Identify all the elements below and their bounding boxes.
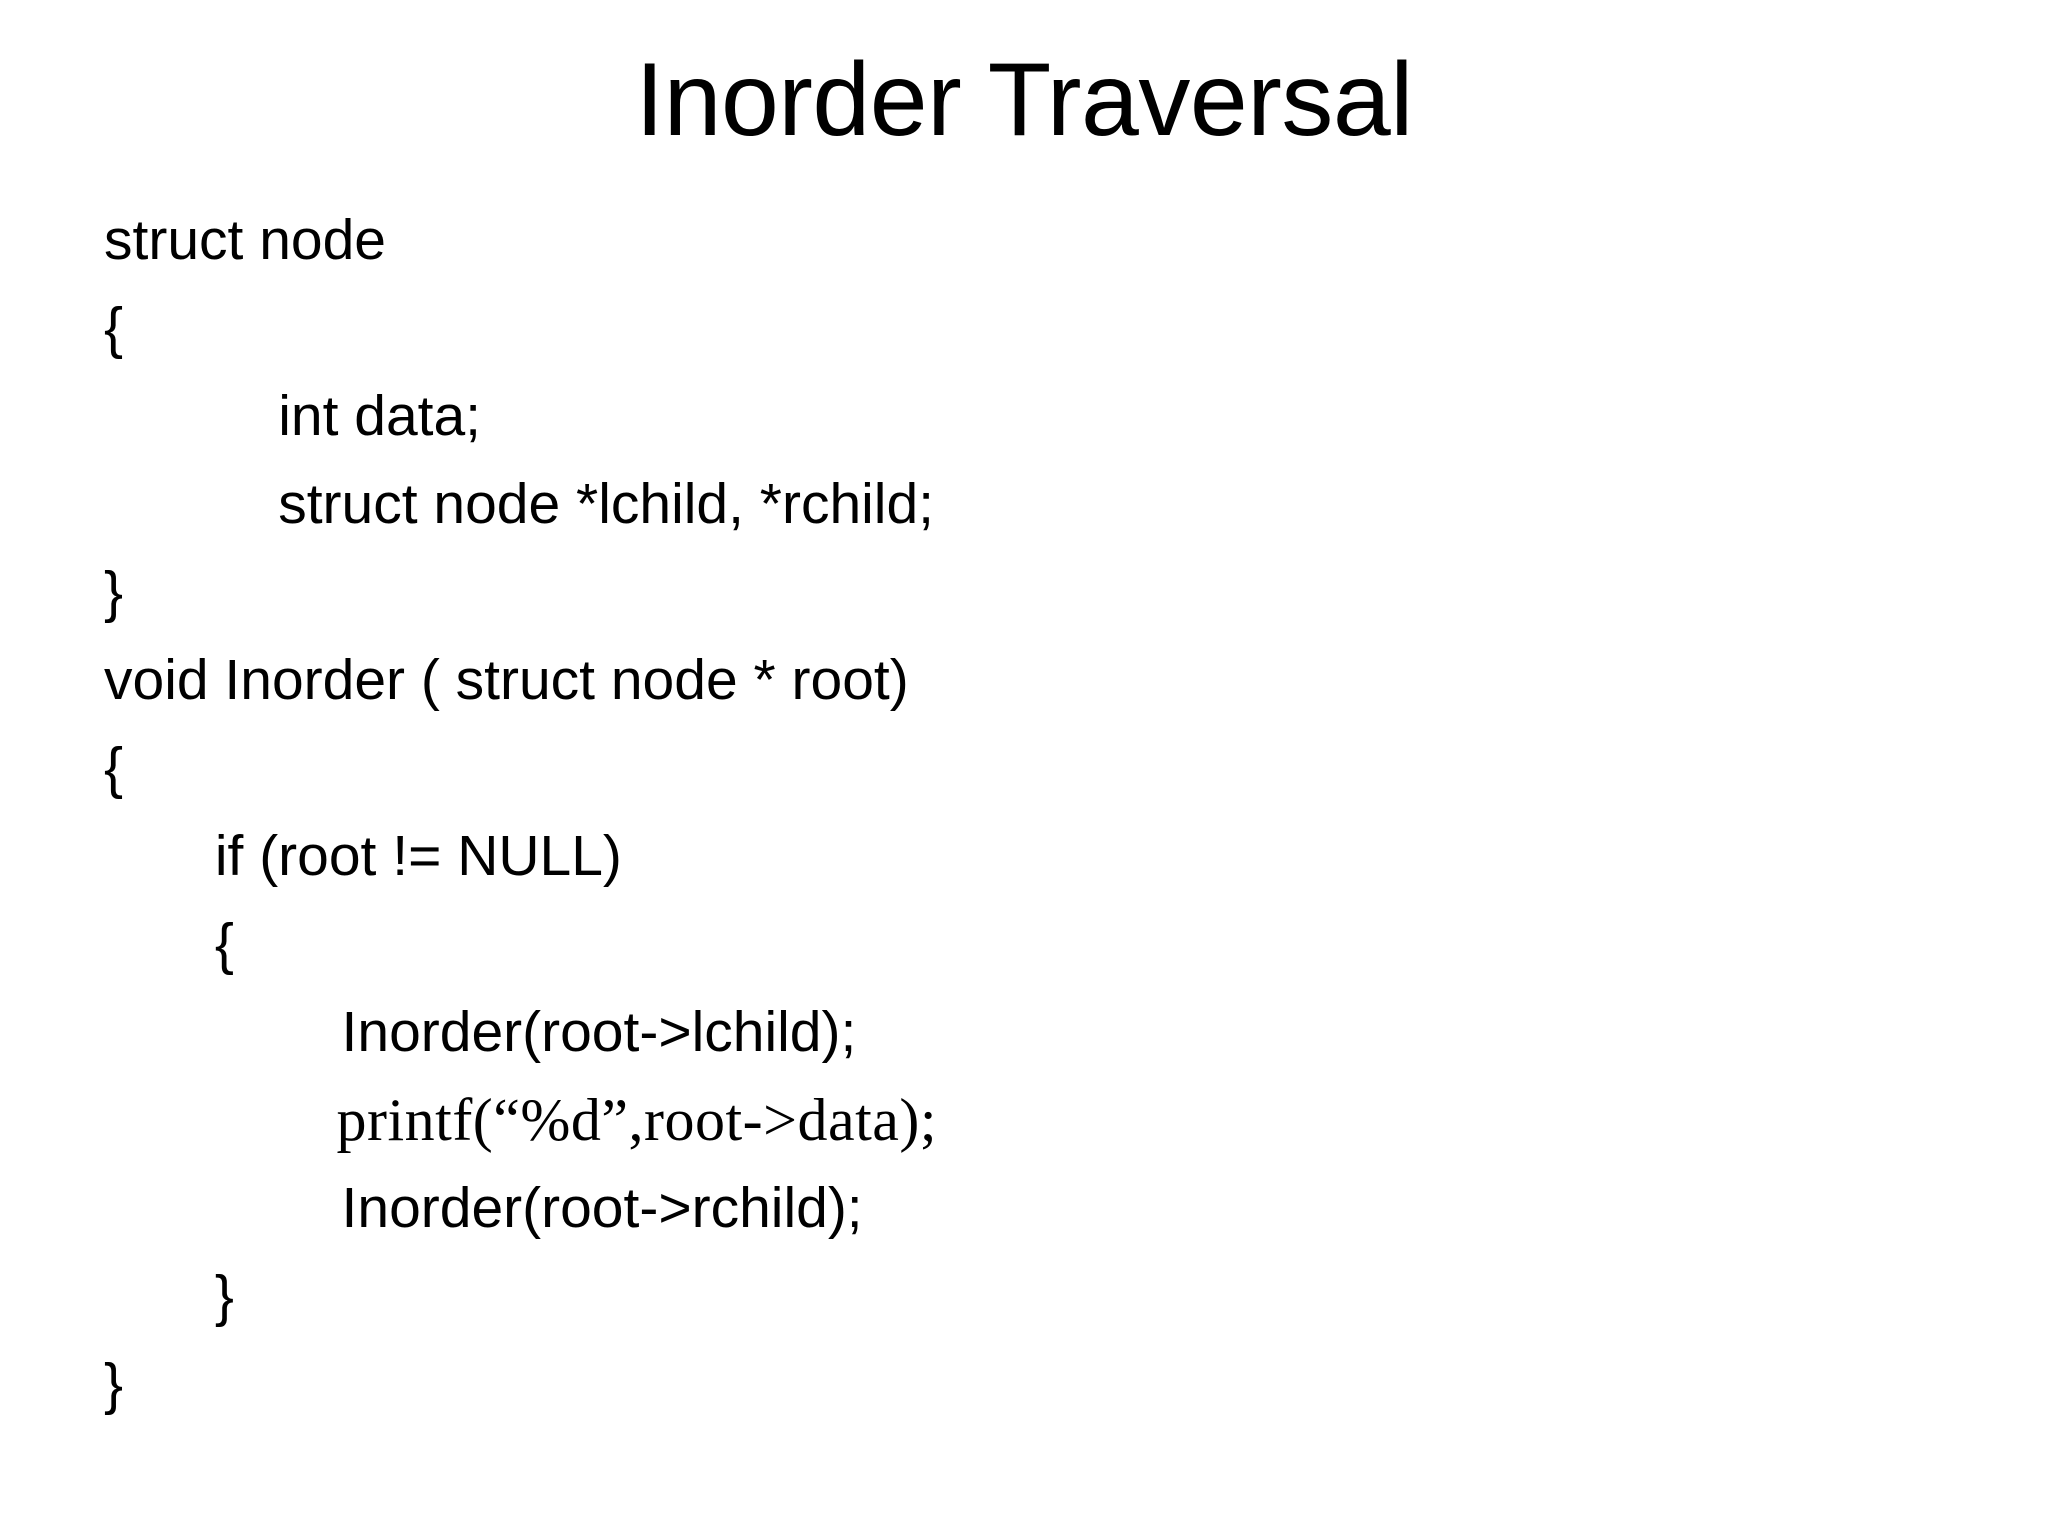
- code-line: printf(“%d”,root->data);: [104, 1087, 938, 1153]
- code-line: if (root != NULL): [104, 824, 622, 888]
- code-line: {: [104, 736, 124, 800]
- code-line: {: [104, 296, 124, 360]
- code-line: int data;: [104, 384, 482, 448]
- page-title: Inorder Traversal: [635, 42, 1413, 158]
- code-line: {: [104, 912, 234, 976]
- code-line: Inorder(root->rchild);: [104, 1176, 863, 1240]
- code-line: struct node *lchild, *rchild;: [104, 472, 935, 536]
- code-line: void Inorder ( struct node * root): [104, 648, 909, 712]
- code-line: Inorder(root->lchild);: [104, 1000, 857, 1064]
- code-block: struct node { int data; struct node *lchi…: [104, 196, 2004, 1428]
- code-line: }: [104, 560, 124, 624]
- code-line: }: [104, 1352, 124, 1416]
- code-line: }: [104, 1264, 234, 1328]
- code-line: struct node: [104, 208, 386, 272]
